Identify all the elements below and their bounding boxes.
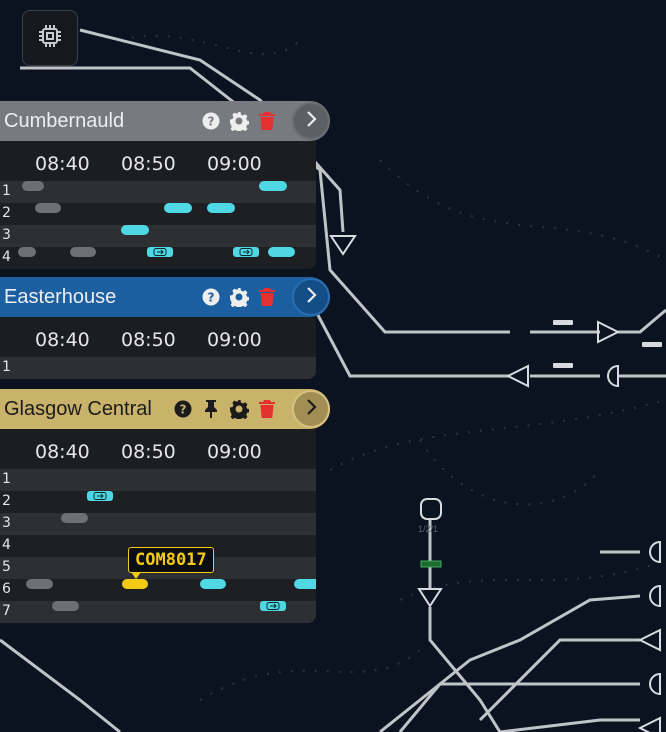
cpu-chip-icon [35, 21, 65, 56]
chevron-right-icon [304, 398, 318, 421]
train-block[interactable] [121, 225, 149, 235]
platform-row: 2 [0, 203, 316, 225]
time-label: 09:00 [207, 329, 262, 351]
gear-icon[interactable] [228, 286, 250, 308]
train-block[interactable] [52, 601, 79, 611]
train-block[interactable] [259, 181, 287, 191]
train-block[interactable] [61, 513, 88, 523]
panel-title: Cumbernauld [4, 109, 125, 132]
svg-text:?: ? [180, 403, 187, 417]
train-tooltip: COM8017 [128, 547, 214, 579]
time-label: 08:50 [121, 441, 176, 463]
platform-row: 7 [0, 601, 316, 623]
train-block[interactable] [70, 247, 96, 257]
timetable-grid: 08:40 08:50 09:00 1 2 3 4 [0, 141, 316, 269]
expand-button[interactable] [292, 278, 330, 316]
time-label: 09:00 [207, 153, 262, 175]
gear-icon[interactable] [228, 398, 250, 420]
delete-icon[interactable] [256, 110, 278, 132]
transfer-train-block[interactable] [233, 247, 259, 257]
expand-button[interactable] [292, 102, 330, 140]
panel-title: Glasgow Central [4, 397, 152, 420]
time-label: 09:00 [207, 441, 262, 463]
panel-header: Cumbernauld ? [0, 101, 330, 141]
train-block[interactable] [164, 203, 192, 213]
time-label: 08:50 [121, 329, 176, 351]
platform-row: 4 [0, 535, 316, 557]
signal-label: 1/2/1 [418, 524, 439, 534]
platform-row: 3 [0, 225, 316, 247]
svg-text:?: ? [208, 291, 215, 305]
gear-icon[interactable] [228, 110, 250, 132]
train-block[interactable] [35, 203, 61, 213]
chevron-right-icon [304, 110, 318, 133]
help-icon[interactable]: ? [200, 286, 222, 308]
train-block[interactable] [26, 579, 53, 589]
chip-menu-button[interactable] [22, 10, 78, 66]
train-block[interactable] [294, 579, 316, 589]
selected-train-block[interactable] [122, 579, 148, 589]
transfer-train-block[interactable] [147, 247, 173, 257]
platform-row: 3 [0, 513, 316, 535]
transfer-train-block[interactable] [87, 491, 113, 501]
station-panel-glasgow-central: Glasgow Central ? 08:40 08:50 09:00 1 2 … [0, 389, 330, 623]
train-block[interactable] [268, 247, 295, 257]
train-block[interactable] [207, 203, 235, 213]
expand-button[interactable] [292, 390, 330, 428]
platform-row: 1 [0, 181, 316, 203]
timetable-grid: 08:40 08:50 09:00 1 2 3 4 5 6 7 [0, 429, 316, 623]
time-label: 08:50 [121, 153, 176, 175]
svg-text:?: ? [208, 115, 215, 129]
platform-row: 1 [0, 469, 316, 491]
pin-icon[interactable] [200, 398, 222, 420]
transfer-train-block[interactable] [260, 601, 286, 611]
platform-row: 2 [0, 491, 316, 513]
train-block[interactable] [18, 247, 36, 257]
help-icon[interactable]: ? [200, 110, 222, 132]
time-label: 08:40 [35, 153, 90, 175]
panel-header: Easterhouse ? [0, 277, 330, 317]
train-block[interactable] [22, 181, 44, 191]
train-block[interactable] [200, 579, 226, 589]
station-panel-cumbernauld: Cumbernauld ? 08:40 08:50 09:00 1 2 3 4 [0, 101, 330, 269]
platform-row: 1 [0, 357, 316, 379]
platform-row: 6 [0, 579, 316, 601]
help-icon[interactable]: ? [172, 398, 194, 420]
timetable-grid: 08:40 08:50 09:00 1 [0, 317, 316, 379]
chevron-right-icon [304, 286, 318, 309]
time-label: 08:40 [35, 329, 90, 351]
platform-row: 4 [0, 247, 316, 269]
delete-icon[interactable] [256, 398, 278, 420]
delete-icon[interactable] [256, 286, 278, 308]
panel-title: Easterhouse [4, 285, 117, 308]
station-panel-easterhouse: Easterhouse ? 08:40 08:50 09:00 1 [0, 277, 330, 379]
panel-header: Glasgow Central ? [0, 389, 330, 429]
time-label: 08:40 [35, 441, 90, 463]
